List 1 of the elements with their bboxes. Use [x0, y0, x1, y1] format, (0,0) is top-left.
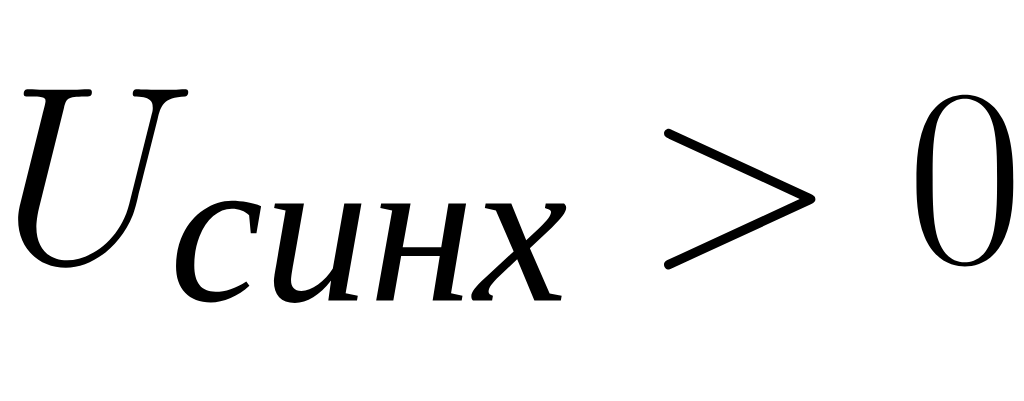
formula: $U_{\textit{синх}} > 0$: [18, 89, 1014, 303]
